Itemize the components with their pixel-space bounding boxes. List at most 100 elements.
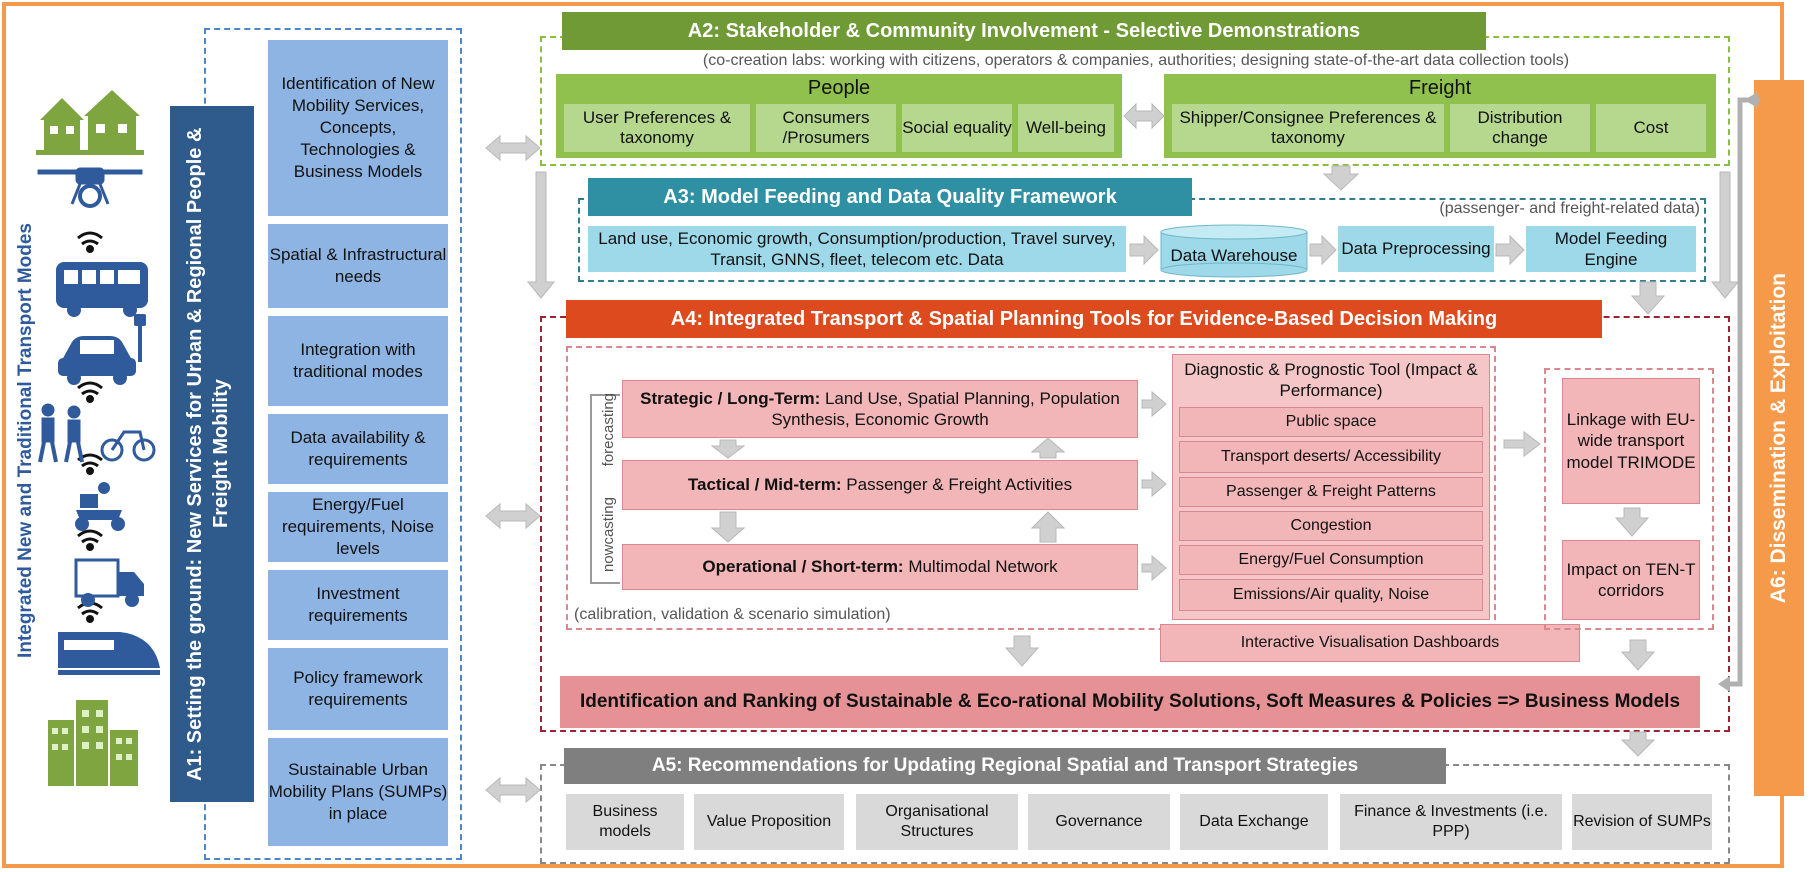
down-arrow — [1614, 507, 1650, 537]
operational-bold: Operational / Short-term: — [702, 557, 904, 577]
up-arrow — [1030, 437, 1066, 459]
people-item: User Preferences & taxonomy — [564, 104, 750, 152]
double-arrow — [1123, 102, 1165, 130]
diagnostic-tool: Diagnostic & Prognostic Tool (Impact & P… — [1172, 354, 1490, 620]
a1-title-bar: A1: Setting the ground: New Services for… — [170, 106, 254, 802]
strategic-text: Land Use, Spatial Planning, Population S… — [771, 388, 1120, 429]
right-arrow — [1309, 234, 1337, 266]
pedestrians-bicycle-icon — [38, 403, 156, 463]
people-item: Well-being — [1018, 104, 1114, 152]
a5-item: Business models — [566, 794, 684, 850]
people-item: Consumers /Prosumers — [756, 104, 896, 152]
right-arrow — [1129, 234, 1159, 266]
a5-item: Organisational Structures — [856, 794, 1018, 850]
houses-icon — [36, 90, 144, 155]
tactical-level: Tactical / Mid-term: Passenger & Freight… — [622, 460, 1138, 510]
down-arrow — [710, 439, 746, 459]
a5-item: Governance — [1028, 794, 1170, 850]
diagnostic-title: Diagnostic & Prognostic Tool (Impact & P… — [1184, 359, 1478, 400]
ten-t-impact: Impact on TEN-T corridors — [1562, 540, 1700, 620]
model-feeding-engine: Model Feeding Engine — [1526, 226, 1696, 272]
down-arrow — [1620, 731, 1656, 757]
people-title: People — [807, 76, 871, 99]
a5-item: Data Exchange — [1180, 794, 1328, 850]
diagnostic-item: Energy/Fuel Consumption — [1179, 545, 1483, 575]
bus-icon — [56, 262, 148, 317]
strategic-level: Strategic / Long-Term: Land Use, Spatial… — [622, 380, 1138, 438]
operational-text: Multimodal Network — [903, 557, 1058, 577]
a1-item: Investment requirements — [268, 570, 448, 640]
a4-title: A4: Integrated Transport & Spatial Plann… — [566, 300, 1602, 338]
a4-inner-frame — [566, 346, 1496, 630]
a1-item: Integration with traditional modes — [268, 316, 448, 406]
double-arrow — [485, 776, 541, 804]
ranking-box: Identification and Ranking of Sustainabl… — [560, 676, 1700, 728]
a6-feedback-lines — [1728, 97, 1760, 687]
down-arrow — [1630, 281, 1666, 315]
freight-item: Shipper/Consignee Preferences & taxonomy — [1172, 104, 1444, 152]
a5-item: Revision of SUMPs — [1572, 794, 1712, 850]
freight-panel: Freight Shipper/Consignee Preferences & … — [1164, 74, 1716, 158]
scooter-icon — [75, 482, 125, 531]
train-icon — [58, 632, 160, 675]
a6-bar: A6: Dissemination & Exploitation — [1754, 80, 1804, 796]
wifi-icon — [77, 231, 103, 623]
a1-item: Spatial & Infrastructural needs — [268, 224, 448, 308]
diagnostic-item: Transport deserts/ Accessibility — [1179, 441, 1483, 473]
a5-title: A5: Recommendations for Updating Regiona… — [564, 748, 1446, 784]
down-arrow — [710, 511, 746, 543]
people-panel: People User Preferences & taxonomy Consu… — [556, 74, 1122, 158]
buildings-icon — [48, 700, 138, 786]
a1-item: Sustainable Urban Mobility Plans (SUMPs)… — [268, 738, 448, 846]
down-arrow — [1710, 171, 1740, 299]
double-arrow — [485, 502, 541, 530]
data-warehouse-label: Data Warehouse — [1170, 245, 1298, 265]
database-icon — [1160, 224, 1308, 278]
truck-icon — [74, 558, 144, 607]
visualisation-dashboards: Interactive Visualisation Dashboards — [1160, 624, 1580, 662]
linkage-frame — [1544, 368, 1714, 630]
a1-item: Energy/Fuel requirements, Noise levels — [268, 492, 448, 562]
operational-level: Operational / Short-term: Multimodal Net… — [622, 544, 1138, 590]
a1-item: Policy framework requirements — [268, 648, 448, 730]
right-arrow — [1141, 554, 1167, 582]
a3-data-sources: Land use, Economic growth, Consumption/p… — [588, 226, 1126, 272]
right-arrow — [1141, 390, 1167, 418]
a5-item: Finance & Investments (i.e. PPP) — [1340, 794, 1562, 850]
down-arrow — [1322, 165, 1360, 191]
drone-icon — [37, 167, 143, 208]
strategic-bold: Strategic / Long-Term: — [640, 388, 821, 408]
right-arrow — [1141, 470, 1167, 498]
down-arrow — [526, 171, 556, 299]
down-arrow — [1620, 639, 1656, 671]
tactical-text: Passenger & Freight Activities — [841, 475, 1073, 495]
diagnostic-item: Passenger & Freight Patterns — [1179, 477, 1483, 507]
forecast-bracket — [590, 394, 620, 584]
calibration-note: (calibration, validation & scenario simu… — [574, 606, 891, 623]
a3-note: (passenger- and freight-related data) — [1439, 200, 1700, 217]
people-item: Social equality — [902, 104, 1012, 152]
a3-title: A3: Model Feeding and Data Quality Frame… — [588, 178, 1192, 216]
data-preprocessing: Data Preprocessing — [1338, 226, 1494, 272]
trimode-linkage: Linkage with EU-wide transport model TRI… — [1562, 378, 1700, 504]
diagnostic-item: Congestion — [1179, 511, 1483, 541]
tactical-bold: Tactical / Mid-term: — [687, 475, 842, 495]
up-arrow — [1030, 511, 1066, 543]
a2-title: A2: Stakeholder & Community Involvement … — [562, 12, 1486, 50]
a5-item: Value Proposition — [694, 794, 844, 850]
car-icon — [58, 314, 146, 385]
a2-subtitle: (co-creation labs: working with citizens… — [702, 52, 1570, 69]
down-arrow — [1004, 635, 1040, 667]
freight-item: Distribution change — [1450, 104, 1590, 152]
right-arrow — [1503, 431, 1541, 457]
right-arrow — [1495, 234, 1525, 266]
double-arrow — [485, 134, 541, 162]
data-warehouse-cylinder: Data Warehouse — [1160, 224, 1308, 278]
a1-item: Data availability & requirements — [268, 414, 448, 484]
diagnostic-item: Public space — [1179, 407, 1483, 437]
a1-item: Identification of New Mobility Services,… — [268, 40, 448, 216]
diagnostic-item: Emissions/Air quality, Noise — [1179, 579, 1483, 611]
freight-title: Freight — [1408, 76, 1472, 99]
